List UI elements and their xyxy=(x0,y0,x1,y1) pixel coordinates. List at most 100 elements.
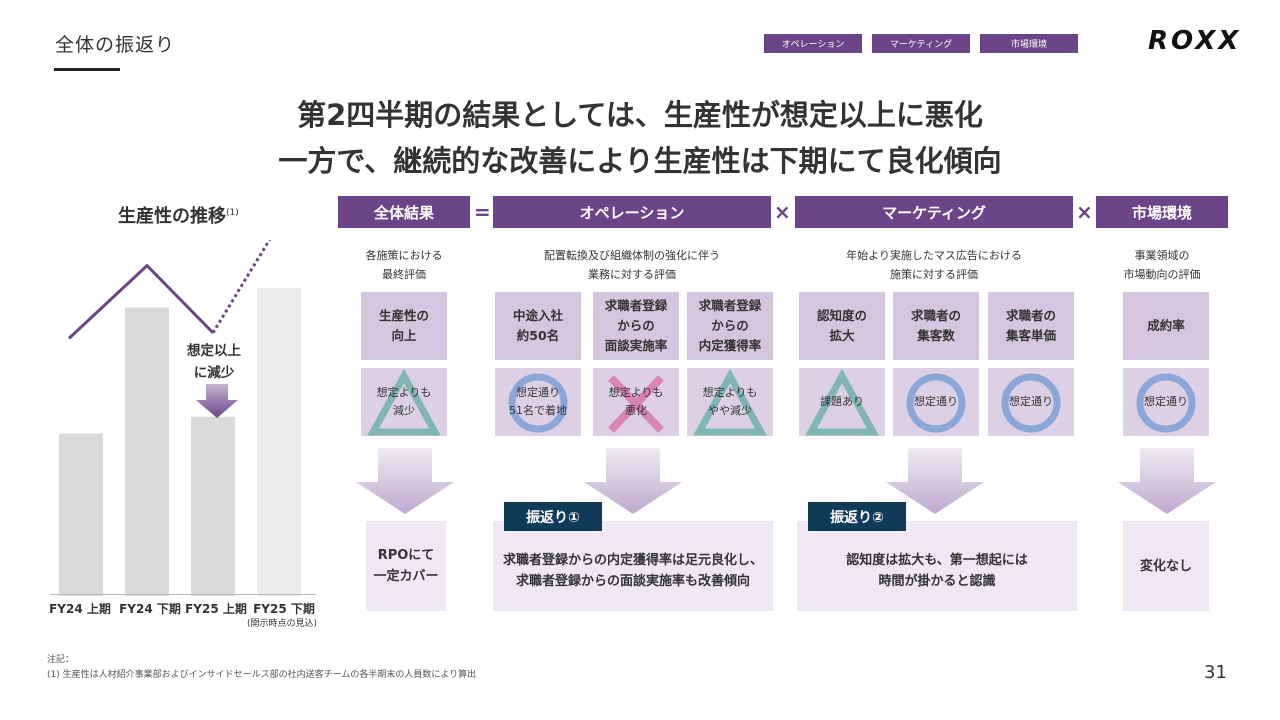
eval-line: 想定通り xyxy=(1144,395,1188,408)
review-badge-2: 振返り② xyxy=(808,502,906,531)
card-line: 求職者登録 xyxy=(604,298,668,313)
caption-line: 配置転換及び組織体制の強化に伴う xyxy=(544,249,720,262)
card-line: 中途入社 xyxy=(512,308,563,323)
company-logo: ROXX xyxy=(1148,26,1242,56)
caption-overall: 各施策における 最終評価 xyxy=(338,246,470,284)
card-candidate-count: 求職者の集客数 xyxy=(893,292,979,360)
eval-line: 想定よりも xyxy=(702,386,758,399)
triangle-icon xyxy=(805,368,879,436)
tag-operation: オペレーション xyxy=(764,34,862,53)
caption-market: 事業領域の 市場動向の評価 xyxy=(1096,246,1228,284)
card-interview-rate: 求職者登録からの面談実施率 xyxy=(593,292,679,360)
eval-line: 想定よりも xyxy=(608,386,664,399)
x-label-fy24-h2: FY24 下期 xyxy=(119,602,181,616)
result-line: 認知度は拡大も、第一想起には xyxy=(846,553,1028,568)
eval-productivity: 想定よりも減少 xyxy=(361,368,447,436)
card-acquisition-cost: 求職者の集客単価 xyxy=(988,292,1074,360)
trend-line-actual xyxy=(67,263,215,340)
card-line: 集客単価 xyxy=(1005,328,1056,343)
result-line: 求職者登録からの面談実施率も改善傾向 xyxy=(515,574,750,589)
eval-line: 想定通り xyxy=(1009,395,1053,408)
eval-awareness: 課題あり xyxy=(799,368,885,436)
result-line: 時間が掛かると認識 xyxy=(878,574,996,589)
card-line: 求職者登録 xyxy=(698,298,762,313)
bar-1 xyxy=(125,307,169,596)
times-operator-2: × xyxy=(1076,200,1093,224)
caption-line: 各施策における xyxy=(365,249,443,262)
eval-offer-rate: 想定よりもやや減少 xyxy=(687,368,773,436)
caption-line: 市場動向の評価 xyxy=(1123,268,1201,281)
down-arrow-icon xyxy=(196,384,238,418)
header-operation: オペレーション xyxy=(493,196,771,228)
eval-line: 想定通り xyxy=(914,395,958,408)
eval-line: 課題あり xyxy=(820,395,864,408)
chart-footnote-ref: (1) xyxy=(226,208,239,218)
card-line: 生産性の xyxy=(378,308,429,323)
result-market: 変化なし xyxy=(1123,521,1209,611)
caption-line: 年始より実施したマス広告における xyxy=(846,249,1022,262)
tag-marketing: マーケティング xyxy=(872,34,970,53)
result-line: 変化なし xyxy=(1139,558,1192,574)
x-label-fy24-h1: FY24 上期 xyxy=(49,602,111,616)
times-operator-1: × xyxy=(774,200,791,224)
caption-line: 最終評価 xyxy=(382,268,426,281)
result-marketing: 認知度は拡大も、第一想起には時間が掛かると認識 xyxy=(797,521,1077,611)
eval-line: やや減少 xyxy=(708,404,752,417)
card-mid-career-hires: 中途入社約50名 xyxy=(495,292,581,360)
productivity-chart xyxy=(50,209,320,596)
tag-market: 市場環境 xyxy=(980,34,1078,53)
x-label-fy25-h2: FY25 下期 xyxy=(253,602,315,616)
card-line: 内定獲得率 xyxy=(698,338,762,353)
header-marketing: マーケティング xyxy=(795,196,1073,228)
caption-line: 事業領域の xyxy=(1134,249,1190,262)
caption-line: 施策に対する評価 xyxy=(890,268,978,281)
card-line: 拡大 xyxy=(829,328,855,343)
page-number: 31 xyxy=(1204,662,1227,683)
eval-acquisition-cost: 想定通り xyxy=(988,368,1074,436)
header-overall-result: 全体結果 xyxy=(338,196,470,228)
bar-0 xyxy=(59,433,103,596)
chart-title: 生産性の推移(1) xyxy=(118,202,239,228)
card-line: 求職者の xyxy=(1005,308,1056,323)
headline-line-2: 一方で、継続的な改善により生産性は下期にて良化傾向 xyxy=(278,144,1002,178)
card-line: 向上 xyxy=(391,328,417,343)
circle-icon xyxy=(906,373,966,433)
card-line: からの xyxy=(617,318,655,333)
eval-line: 悪化 xyxy=(625,404,647,417)
equals-operator: = xyxy=(474,200,491,224)
headline-line-1: 第2四半期の結果としては、生産性が想定以上に悪化 xyxy=(297,98,983,132)
card-offer-rate: 求職者登録からの内定獲得率 xyxy=(687,292,773,360)
result-operation: 求職者登録からの内定獲得率は足元良化し、求職者登録からの面談実施率も改善傾向 xyxy=(493,521,773,611)
circle-icon xyxy=(1136,373,1196,433)
eval-line: 想定よりも xyxy=(376,386,432,399)
chart-title-text: 生産性の推移 xyxy=(118,206,226,227)
eval-close-rate: 想定通り xyxy=(1123,368,1209,436)
annotation-line-2: に減少 xyxy=(193,365,235,381)
eval-line: 減少 xyxy=(393,404,415,417)
bar-3 xyxy=(257,288,301,596)
triangle-icon xyxy=(693,368,767,436)
down-arrow-icon xyxy=(356,448,454,514)
caption-operation: 配置転換及び組織体制の強化に伴う 業務に対する評価 xyxy=(493,246,771,284)
footnote-label: 注記： xyxy=(47,655,75,665)
cross-icon xyxy=(608,375,664,433)
productivity-chart-svg xyxy=(59,209,301,596)
caption-marketing: 年始より実施したマス広告における 施策に対する評価 xyxy=(795,246,1073,284)
down-arrow-icon xyxy=(584,448,682,514)
card-close-rate: 成約率 xyxy=(1123,292,1209,360)
footnote-1: (1) 生産性は人材紹介事業部およびインサイドセールス部の社内送客チームの各半期… xyxy=(47,670,477,680)
section-title-underline xyxy=(54,68,120,71)
x-label-fy25-h1: FY25 上期 xyxy=(185,602,247,616)
card-line: からの xyxy=(711,318,749,333)
card-productivity-improvement: 生産性の向上 xyxy=(361,292,447,360)
triangle-icon xyxy=(367,368,441,436)
chart-baseline xyxy=(50,594,316,595)
down-arrow-icon xyxy=(886,448,984,514)
card-line: 成約率 xyxy=(1147,318,1185,333)
trend-line-forecast xyxy=(211,216,285,334)
card-line: 集客数 xyxy=(917,328,955,343)
header-market-environment: 市場環境 xyxy=(1096,196,1228,228)
card-line: 約50名 xyxy=(516,328,560,343)
annotation-line-1: 想定以上 xyxy=(187,343,241,359)
down-arrow-icon xyxy=(1118,448,1216,514)
